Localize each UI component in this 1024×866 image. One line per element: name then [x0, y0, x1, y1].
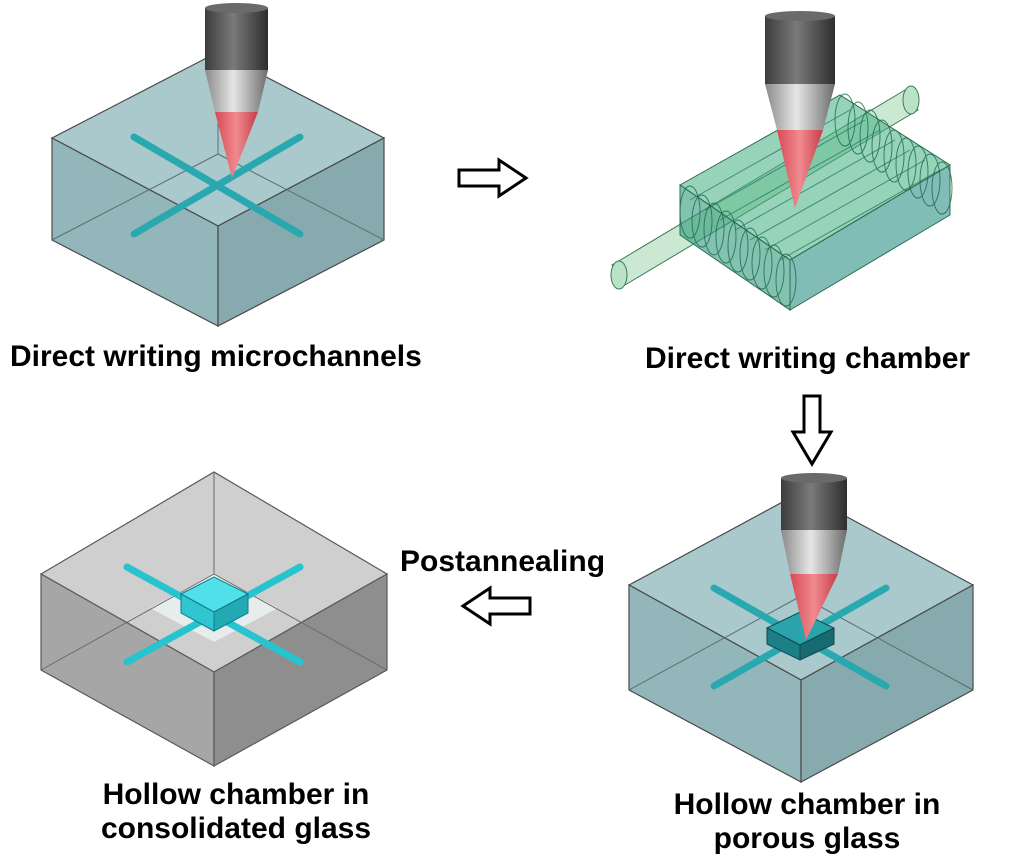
- caption-line-2: consolidated glass: [100, 812, 372, 845]
- caption-line-1: Hollow chamber in: [673, 788, 941, 821]
- caption-line-1: Hollow chamber in: [102, 778, 370, 811]
- label-postannealing: Postannealing: [400, 545, 606, 578]
- caption-hollow-chamber-porous-glass: Hollow chamber in porous glass: [648, 788, 966, 856]
- panel-direct-writing-microchannels: [50, 3, 386, 327]
- arrow-down: [790, 394, 834, 467]
- laser-objective: [205, 3, 268, 178]
- laser-objective: [765, 11, 835, 208]
- caption-direct-writing-chamber: Direct writing chamber: [645, 342, 971, 375]
- panel-hollow-chamber-consolidated-glass: [39, 471, 389, 768]
- arrow-right: [457, 157, 529, 199]
- panel-hollow-chamber-porous-glass: [627, 473, 975, 784]
- hollow-chamber: [179, 576, 250, 632]
- caption-hollow-chamber-consolidated-glass: Hollow chamber in consolidated glass: [76, 778, 396, 846]
- laser-objective: [781, 473, 847, 640]
- caption-line-2: porous glass: [713, 822, 901, 855]
- panel-direct-writing-chamber: [610, 11, 953, 311]
- consolidated-glass-block: [39, 471, 389, 768]
- chamber-tube-bundle: [679, 93, 953, 311]
- caption-direct-writing-microchannels: Direct writing microchannels: [10, 340, 422, 373]
- microchannels: [130, 133, 304, 238]
- hollow-chamber: [765, 611, 836, 661]
- arrow-left: [460, 585, 532, 627]
